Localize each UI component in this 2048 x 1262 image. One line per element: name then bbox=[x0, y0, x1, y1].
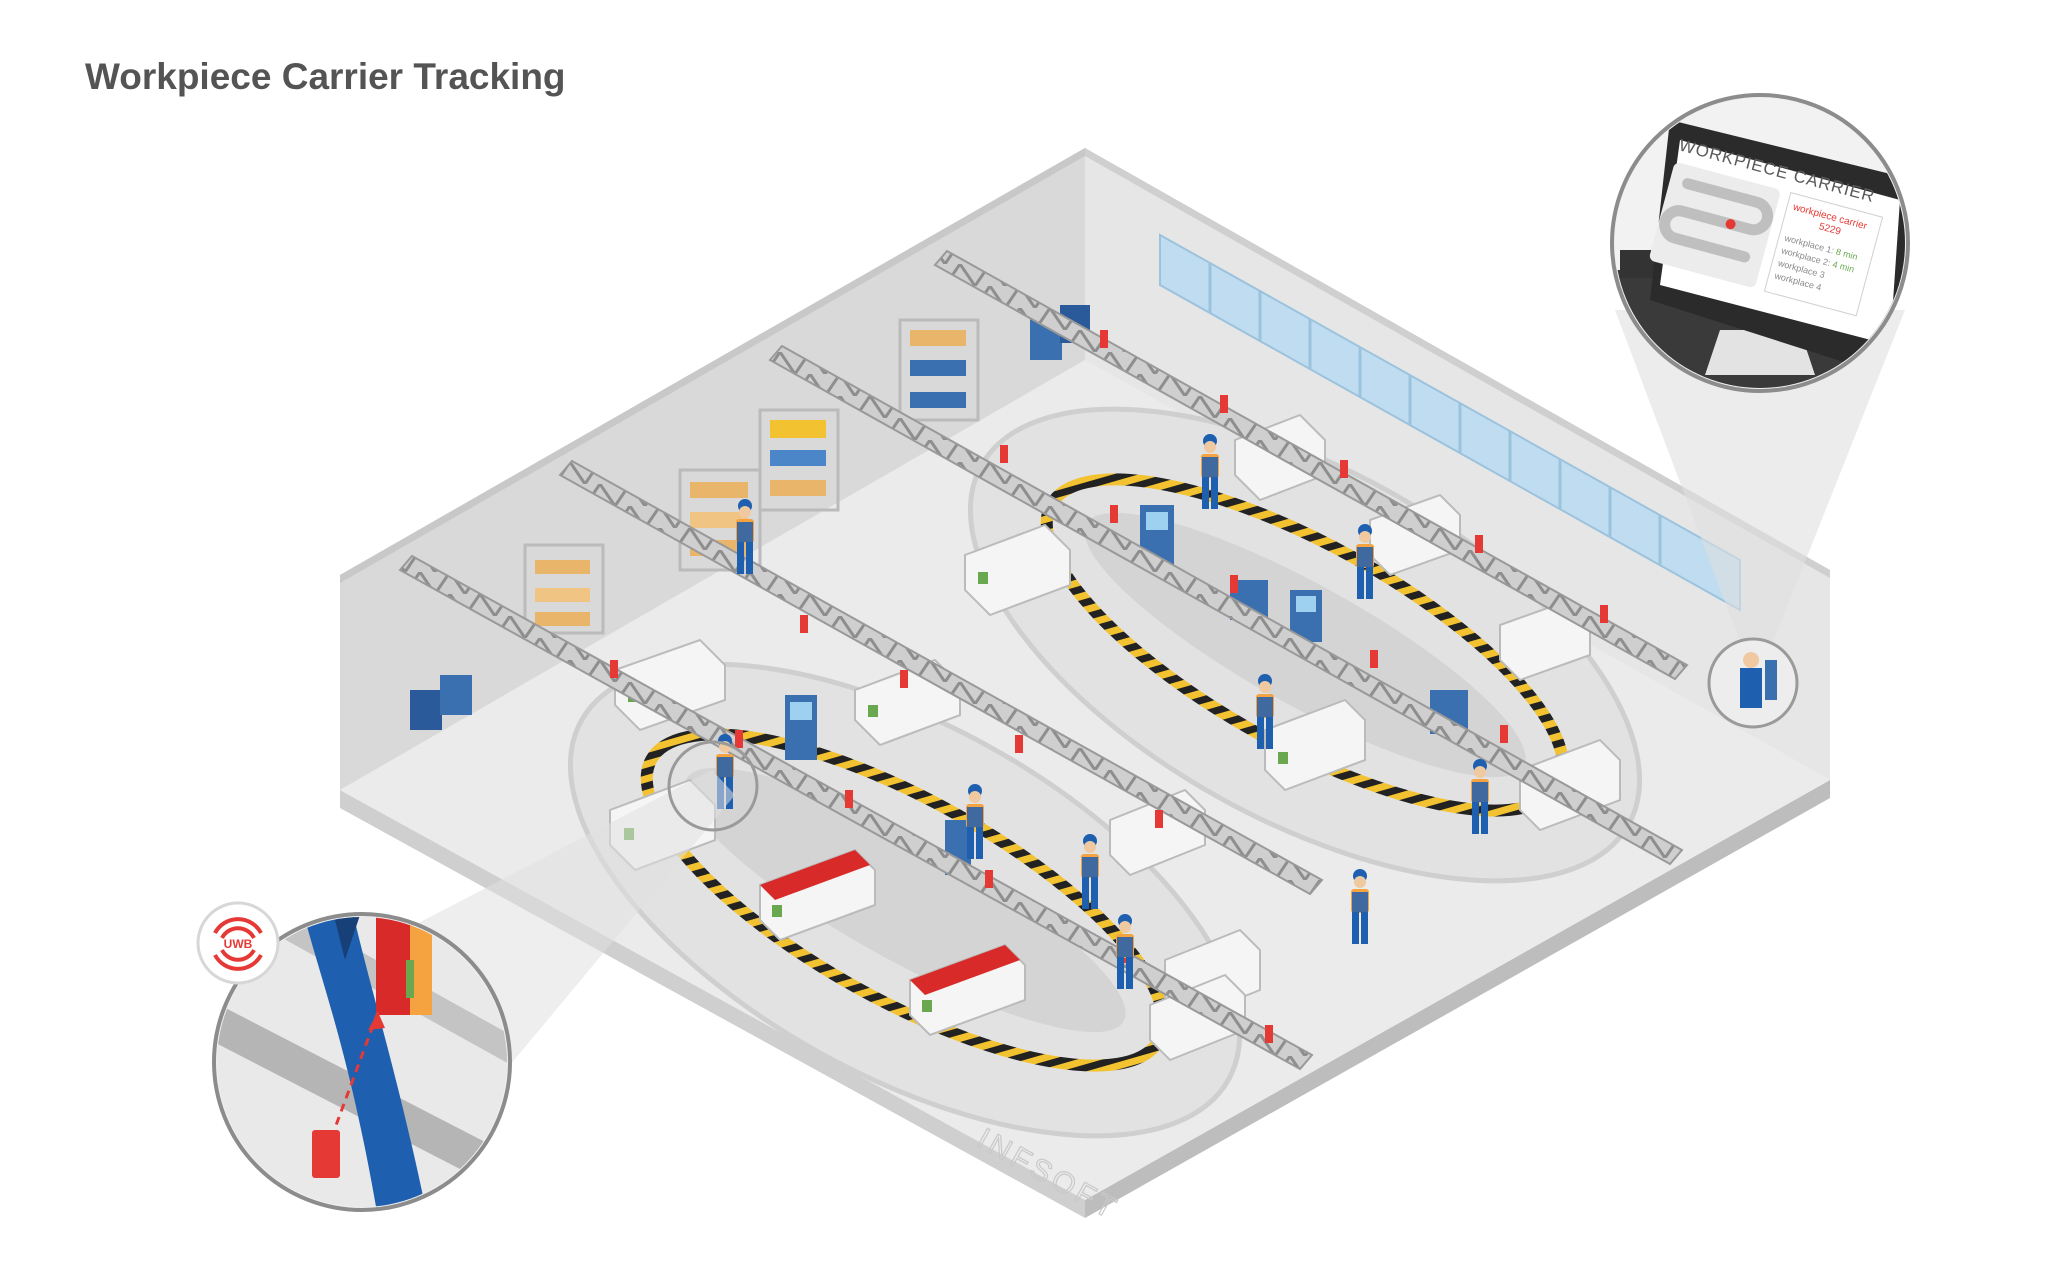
carrier-marker bbox=[1725, 219, 1736, 230]
worker bbox=[1356, 524, 1374, 599]
page-title: Workpiece Carrier Tracking bbox=[85, 56, 566, 97]
worker bbox=[1256, 674, 1274, 749]
worker bbox=[1471, 759, 1489, 834]
wall-right-top bbox=[1085, 148, 1830, 578]
worker bbox=[1351, 869, 1369, 944]
floor-slab-front-right bbox=[1085, 780, 1830, 1218]
beam-1 bbox=[398, 554, 1314, 1071]
worker bbox=[966, 784, 984, 859]
station bbox=[964, 523, 1071, 617]
storage-shelves bbox=[523, 318, 980, 635]
station bbox=[1264, 698, 1366, 792]
worker bbox=[1201, 434, 1219, 509]
worker bbox=[1081, 834, 1099, 909]
shelf-1 bbox=[523, 543, 605, 635]
zoom-lens-monitor: WORKPIECE CARRIER workpiece carrier 5229… bbox=[1610, 93, 1910, 729]
worker bbox=[1116, 914, 1134, 989]
zoom-lens-uwb-tag: UWB bbox=[196, 740, 759, 1212]
station-red bbox=[909, 943, 1026, 1037]
wall-left-top bbox=[340, 148, 1085, 583]
uwb-badge: UWB bbox=[196, 901, 280, 985]
station-red bbox=[759, 848, 876, 942]
workstations bbox=[609, 413, 1621, 1062]
shelf-3 bbox=[758, 408, 840, 512]
worker bbox=[736, 499, 754, 574]
beam-3 bbox=[768, 344, 1684, 866]
uwb-label: UWB bbox=[224, 937, 253, 951]
shelf-4 bbox=[898, 318, 980, 422]
beam-4 bbox=[933, 249, 1689, 681]
